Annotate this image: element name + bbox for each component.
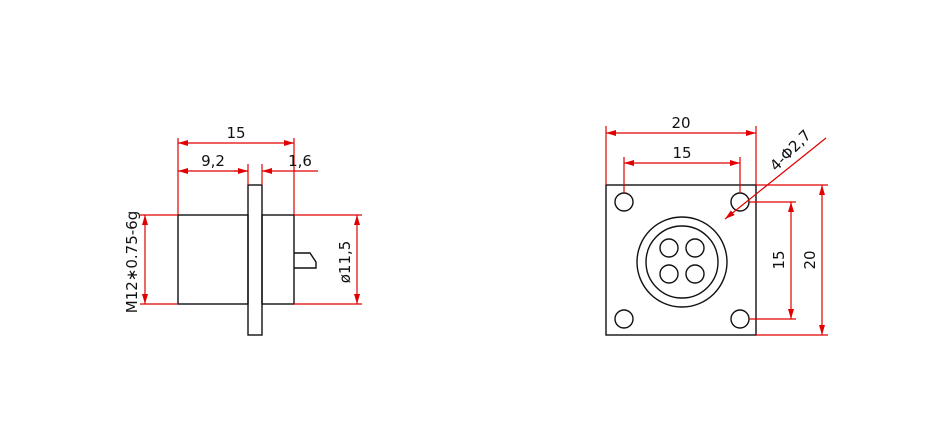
threaded-body [177, 214, 249, 305]
receptacle-inner-ring [645, 225, 719, 299]
dim-overall-length: 15 [226, 124, 245, 142]
flange-front [605, 184, 757, 336]
rear-body [261, 214, 295, 305]
contact-2 [685, 238, 705, 258]
dim-mounting-holes-leader [724, 137, 827, 220]
dim-hole-spacing-h: 15 [672, 144, 691, 162]
dim-body-diameter: ø11,5 [336, 241, 354, 284]
front-view: 20 15 4-Φ2,7 15 20 [605, 114, 828, 336]
dim-thread-length: 9,2 [201, 152, 225, 170]
dim-flange-height: 20 [801, 250, 819, 269]
mounting-hole-bottom-right [730, 309, 750, 329]
dim-mounting-holes: 4-Φ2,7 [766, 126, 815, 175]
contact-1 [659, 238, 679, 258]
contact-3 [659, 264, 679, 284]
flange-side [247, 184, 263, 336]
dim-hole-spacing-v: 15 [770, 250, 788, 269]
dim-flange-thickness: 1,6 [288, 152, 312, 170]
mounting-hole-bottom-left [614, 309, 634, 329]
mounting-hole-top-left [614, 192, 634, 212]
contact-4 [685, 264, 705, 284]
dim-flange-width: 20 [671, 114, 690, 132]
solder-pin [294, 252, 317, 269]
receptacle-outer-ring [636, 216, 728, 308]
dim-thread-spec: M12∗0.75-6g [123, 211, 141, 313]
side-view: 15 9,2 1,6 M12∗0.75-6g ø11,5 [123, 124, 362, 336]
